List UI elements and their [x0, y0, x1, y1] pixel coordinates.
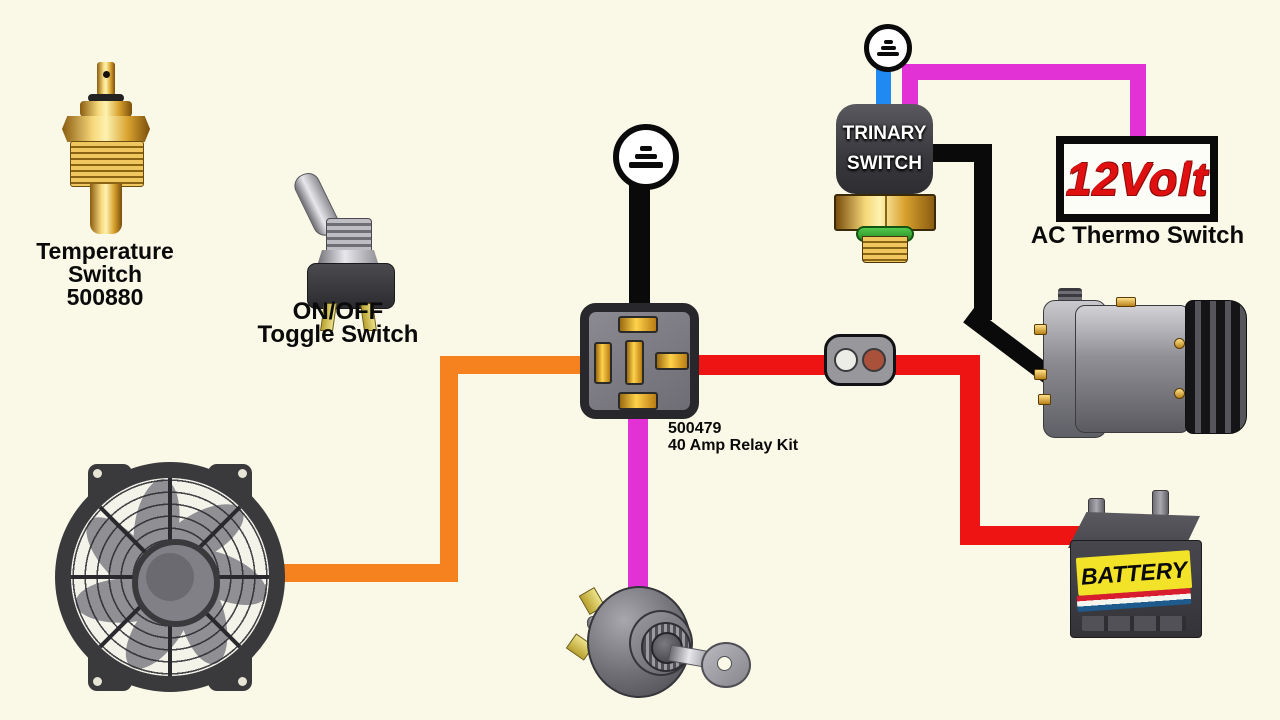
relay-terminal-left [594, 342, 612, 384]
battery-vent-row [1082, 616, 1186, 631]
trinary-label-line2: SWITCH [847, 153, 922, 174]
ground-icon-center [613, 124, 679, 190]
ac-thermo-sign: 12Volt [1056, 136, 1218, 222]
key-bow-hole [717, 656, 732, 671]
wire-fan-orange-vertical [440, 356, 458, 582]
temperature-switch-label-line2: Switch [67, 261, 143, 287]
ground-bar-top [883, 40, 893, 44]
toggle-bushing [326, 218, 372, 256]
connector-pin-silver [834, 348, 858, 372]
temp-switch-probe [90, 184, 122, 234]
relay [580, 303, 699, 419]
electric-fan [45, 455, 295, 700]
temp-switch-tip [97, 62, 115, 96]
ground-bar-mid [880, 46, 896, 50]
relay-terminal-top [618, 316, 658, 333]
compressor-fitting-gold-top [1116, 297, 1136, 307]
pulley-stud-top [1174, 338, 1185, 349]
toggle-body [307, 263, 395, 309]
fan-mount-hole [93, 677, 102, 686]
ground-bar-bottom [877, 52, 899, 56]
fan-hub-center [146, 553, 194, 601]
toggle-switch-label: ON/OFF Toggle Switch [240, 298, 436, 348]
relay-terminal-center [625, 340, 644, 385]
connector-pin-brown [862, 348, 886, 372]
relay-terminal-bottom [618, 392, 658, 410]
compressor-pulley [1185, 300, 1247, 434]
temp-switch-hex [62, 116, 150, 142]
ground-icon-trinary [864, 24, 912, 72]
ac-compressor [1030, 286, 1250, 438]
wire-red-to-battery [960, 526, 1085, 545]
temperature-switch-label-line1: Temperature [36, 238, 174, 264]
wire-magenta-relay-to-ignition [628, 417, 648, 609]
compressor-port-2 [1034, 369, 1047, 380]
wire-ground-to-relay [629, 172, 650, 307]
wire-fan-orange-to-relay [440, 356, 588, 374]
ground-bar-mid [635, 154, 657, 159]
toggle-switch [290, 160, 420, 335]
temp-switch-tip-hole [103, 71, 110, 78]
compressor-main-body [1075, 305, 1190, 433]
compressor-port-3 [1038, 394, 1051, 405]
wire-fan-orange-horizontal [282, 564, 458, 582]
hex-facet-line [885, 196, 887, 229]
wire-magenta-trinary-horizontal [902, 64, 1146, 80]
wire-red-vertical [960, 355, 980, 545]
sign-logo-text: 12Volt [1065, 153, 1209, 205]
ignition-switch [565, 578, 775, 708]
battery-label-text: BATTERY [1079, 555, 1188, 590]
temp-switch-threads [70, 141, 144, 187]
relay-label-line2: 40 Amp Relay Kit [668, 436, 799, 454]
relay-label-line1: 500479 [668, 420, 722, 437]
ac-thermo-caption: AC Thermo Switch [1030, 222, 1245, 249]
ground-bar-top [640, 146, 652, 151]
pulley-stud-bottom [1174, 388, 1185, 399]
inline-connector [824, 334, 896, 386]
relay-terminal-right [655, 352, 689, 370]
compressor-port-1 [1034, 324, 1047, 335]
battery: BATTERY [1060, 482, 1215, 642]
toggle-switch-label-line2: Toggle Switch [257, 320, 419, 348]
trinary-label-line1: TRINARY [842, 123, 927, 144]
temp-switch-oring [88, 94, 124, 102]
trinary-threads [862, 236, 908, 263]
trinary-switch: TRINARY SWITCH [836, 104, 933, 194]
toggle-switch-label-line1: ON/OFF [292, 298, 384, 325]
fan-mount-hole [238, 469, 247, 478]
battery-terminal-right [1152, 490, 1169, 516]
fan-mount-hole [93, 469, 102, 478]
wire-black-trinary-vertical [974, 144, 992, 320]
temperature-switch-label: Temperature Switch 500880 [10, 240, 200, 309]
ground-bar-bottom [629, 162, 663, 168]
wire-magenta-to-sign [1130, 64, 1146, 138]
temperature-switch [55, 58, 165, 243]
temperature-switch-label-line3: 500880 [66, 284, 144, 310]
fan-mount-hole [238, 677, 247, 686]
toggle-nut [317, 250, 379, 266]
relay-label: 500479 40 Amp Relay Kit [668, 420, 848, 455]
temp-switch-neck [80, 101, 132, 117]
